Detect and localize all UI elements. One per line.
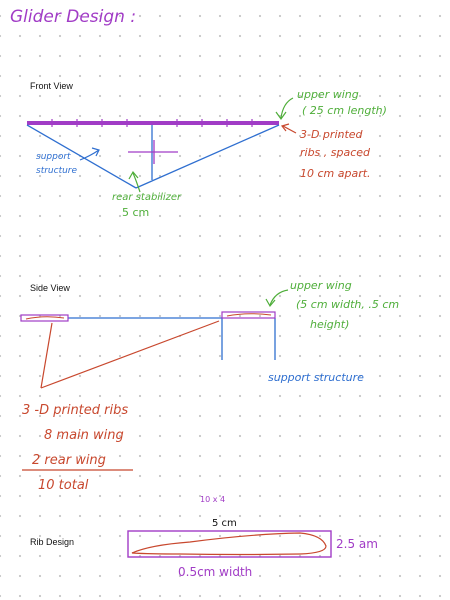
front-wing-arrow: [275, 97, 294, 121]
front-ribs-label-3: 10 cm apart.: [300, 167, 371, 180]
side-support-structure: [68, 317, 276, 360]
rib-bottom-label: 0.5cm width: [178, 565, 252, 579]
front-stabilizer-label-2: 5 cm: [122, 206, 149, 219]
front-upper-wing-label-1: upper wing: [297, 88, 359, 101]
side-upper-wing-label-3: height): [310, 318, 349, 331]
front-upper-wing-label-2: ( 25 cm length): [302, 104, 387, 117]
front-ribs-label-1: 3-D printed: [300, 128, 364, 141]
side-wing-arrow: [265, 289, 289, 308]
side-view-heading: Side View: [30, 283, 70, 293]
side-support-label: support structure: [268, 371, 364, 384]
front-wing-ticks: [51, 119, 253, 127]
front-stabilizer-arrow: [128, 170, 141, 193]
side-ribs-label-4: 10 total: [38, 478, 89, 493]
rib-count-note: 10 x 4: [200, 495, 225, 504]
front-support-arrow: [79, 147, 100, 161]
front-upper-wing: [27, 121, 279, 125]
front-ribs-label-2: ribs , spaced: [300, 146, 371, 159]
front-view-heading: Front View: [30, 81, 73, 91]
side-ribs-label-1: 3 -D printed ribs: [22, 403, 128, 418]
rib-width-label: 5 cm: [212, 518, 237, 529]
front-ribs-arrow: [280, 123, 297, 134]
front-stabilizer-label-1: rear stabilizer: [112, 192, 182, 203]
side-main-wing: [221, 311, 276, 319]
side-upper-wing-label-1: upper wing: [290, 279, 352, 292]
front-support-label-1: support: [36, 152, 71, 162]
page-title: Glider Design :: [10, 7, 136, 27]
side-ribs-label-2: 8 main wing: [44, 428, 124, 443]
side-upper-wing-label-2: (5 cm width, .5 cm: [296, 298, 399, 311]
side-ribs-pointer: [40, 320, 220, 389]
rib-height-label: 2.5 am: [336, 537, 378, 551]
rib-airfoil-profile: [131, 532, 327, 556]
rib-design-heading: Rib Design: [30, 537, 74, 547]
front-support-label-2: structure: [36, 166, 78, 176]
side-rear-wing: [20, 314, 69, 322]
rib-bounding-box: [127, 530, 332, 558]
side-ribs-label-3: 2 rear wing: [32, 453, 106, 468]
front-rear-stabilizer: [128, 140, 178, 164]
